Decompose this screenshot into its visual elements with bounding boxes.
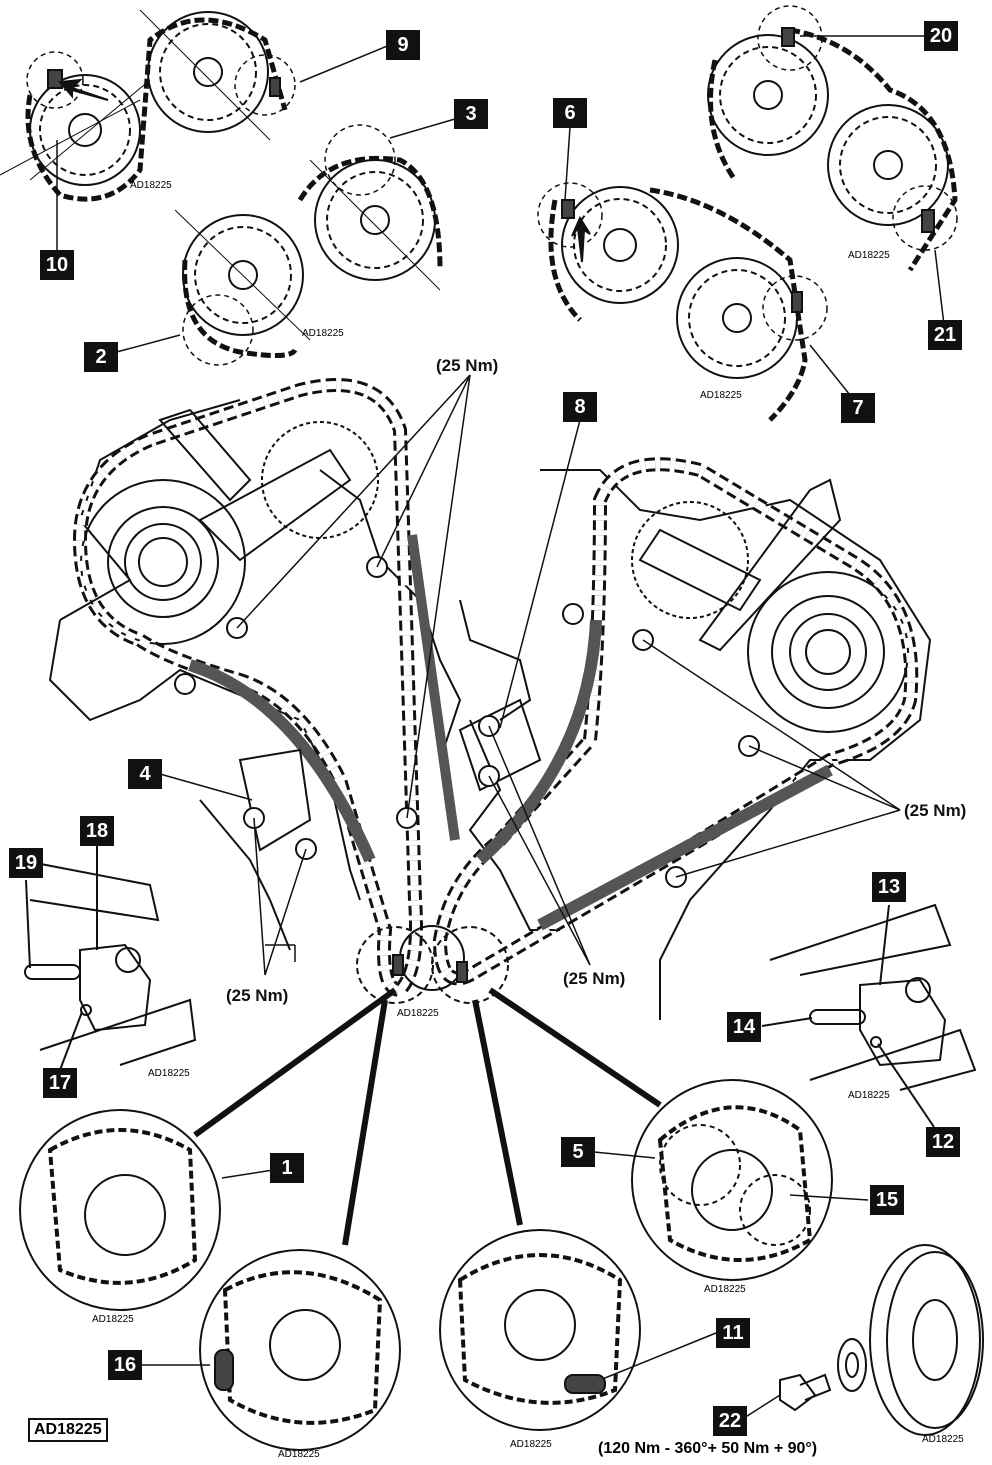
crank-bolt-torque-spec: (120 Nm - 360°+ 50 Nm + 90°) [598,1440,818,1457]
inset-top-right [707,5,958,272]
callout-6: 6 [553,98,587,128]
callout-18: 18 [80,816,114,846]
left-tensioner-rail [188,659,376,863]
right-camshaft-sprocket [747,571,909,733]
callout-11: 11 [716,1318,750,1348]
torque-label-center: (25 Nm) [563,969,626,988]
callout-4: 4 [128,759,162,789]
ref-code-tensioner-right: AD18225 [848,1090,890,1101]
callout-22: 22 [713,1406,747,1436]
callout-5: 5 [561,1137,595,1167]
crankshaft-pulley [837,1244,984,1436]
ref-code-detail-11: AD18225 [510,1439,552,1450]
callout-21: 21 [928,320,962,350]
ref-code-tensioner-left: AD18225 [148,1068,190,1079]
right-guide-rail [475,619,602,865]
crankshaft-sprocket [356,925,509,1004]
leader-lines [56,35,946,1419]
tensioner-detail-left [19,845,197,1071]
ref-code-detail-16: AD18225 [278,1449,320,1460]
tensioner-detail-right [761,903,977,1128]
right-timing-chain [432,457,919,986]
callout-7: 7 [841,393,875,423]
detail-circle-5 [631,1079,833,1281]
ref-code-detail-1: AD18225 [92,1314,134,1325]
callout-8: 8 [563,392,597,422]
intermediate-sprockets [261,421,749,619]
crankshaft-pulley-bolt [779,1373,832,1412]
engine-front-cover [48,399,932,1020]
torque-label-right: (25 Nm) [904,801,967,820]
callout-20: 20 [924,21,958,51]
ref-code-pulley: AD18225 [922,1434,964,1445]
callout-10: 10 [40,250,74,280]
reference-code-box: AD18225 [28,1418,108,1442]
detail-circle-1 [19,1109,221,1311]
callout-13: 13 [872,872,906,902]
callout-1: 1 [270,1153,304,1183]
ref-code-detail-5: AD18225 [704,1284,746,1295]
bolts [174,556,760,888]
tensioners [158,408,842,852]
ref-code-inset-tl: AD18225 [130,180,172,191]
detail-circle-16 [199,1249,401,1451]
callout-2: 2 [84,342,118,372]
inset-top-center [174,124,443,366]
detail-circle-11 [439,1229,641,1431]
callout-14: 14 [727,1012,761,1042]
left-guide-rail [407,534,460,841]
inset-top-left [0,9,296,202]
callout-15: 15 [870,1185,904,1215]
callout-17: 17 [43,1068,77,1098]
ref-code-inset-tr: AD18225 [848,250,890,261]
callout-9: 9 [386,30,420,60]
callout-3: 3 [454,99,488,129]
ref-code-inset-tcr: AD18225 [700,390,742,401]
torque-label-left: (25 Nm) [226,986,289,1005]
callout-12: 12 [926,1127,960,1157]
right-tensioner-rail [537,764,833,931]
ref-code-inset-tc: AD18225 [302,328,344,339]
ref-code-crank: AD18225 [397,1008,439,1019]
torque-label-top: (25 Nm) [436,356,499,375]
inset-top-center-right [537,182,828,422]
callout-16: 16 [108,1350,142,1380]
callout-19: 19 [9,848,43,878]
